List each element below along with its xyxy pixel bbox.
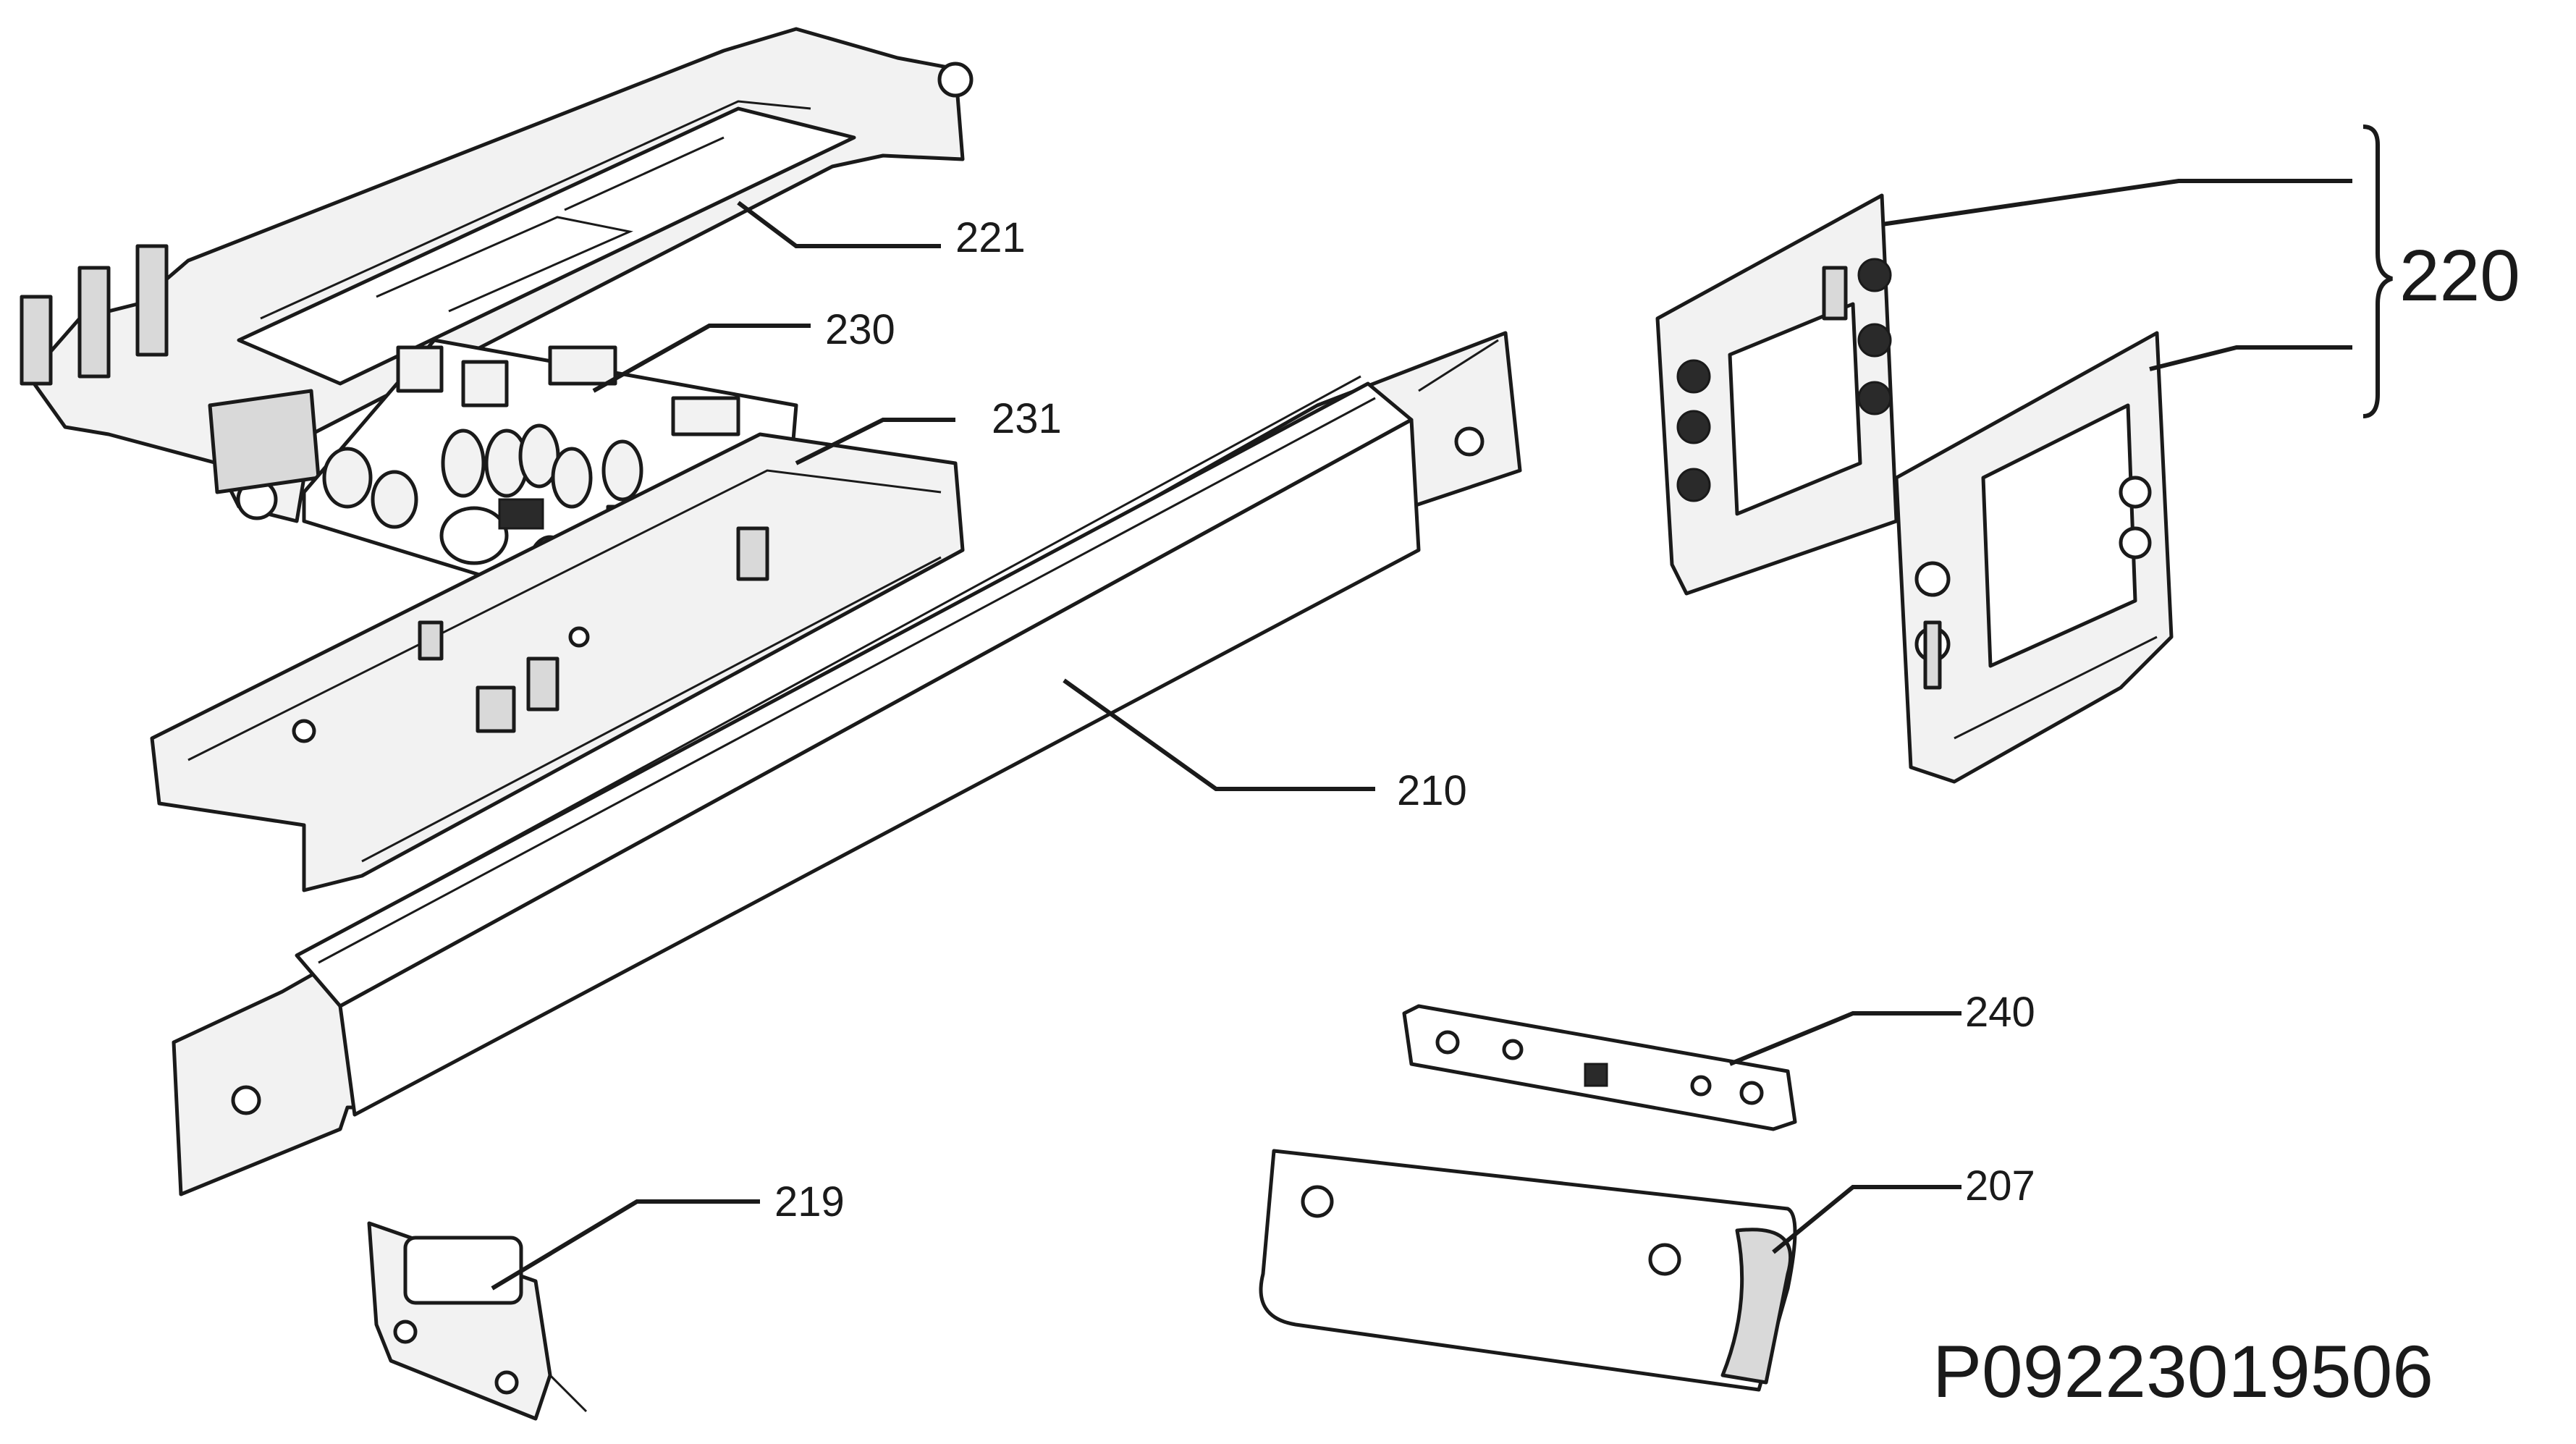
leader-221 (737, 200, 941, 248)
leader-207 (1772, 1185, 1961, 1254)
label-231: 231 (992, 395, 1062, 442)
leader-210 (1063, 678, 1375, 791)
leader-220-lower (2149, 345, 2352, 371)
label-230: 230 (825, 306, 895, 353)
leader-lines (491, 124, 2393, 1291)
leader-219 (491, 1199, 760, 1291)
label-221: 221 (955, 214, 1026, 261)
label-219: 219 (774, 1178, 845, 1225)
leader-240 (1728, 1011, 1961, 1066)
leader-231 (795, 418, 955, 465)
part-221-cover (20, 27, 974, 523)
leader-220-upper (1881, 179, 2352, 227)
label-207: 207 (1965, 1162, 2035, 1209)
label-240: 240 (1965, 989, 2035, 1036)
part-219-connector (367, 1221, 588, 1421)
part-240-led-board (1402, 1004, 1797, 1131)
bracket-220 (2362, 124, 2393, 418)
label-220: 220 (2399, 235, 2520, 316)
part-220-control-pcb (1655, 193, 1899, 596)
part-210-front-profile (172, 331, 1522, 1196)
document-number: P09223019506 (1933, 1330, 2433, 1413)
part-231-pcb-tray (150, 432, 965, 892)
part-220-frame (1894, 331, 2174, 784)
leader-230 (592, 324, 811, 393)
part-207-lens-cover (1259, 1149, 1797, 1392)
label-210: 210 (1397, 767, 1467, 814)
